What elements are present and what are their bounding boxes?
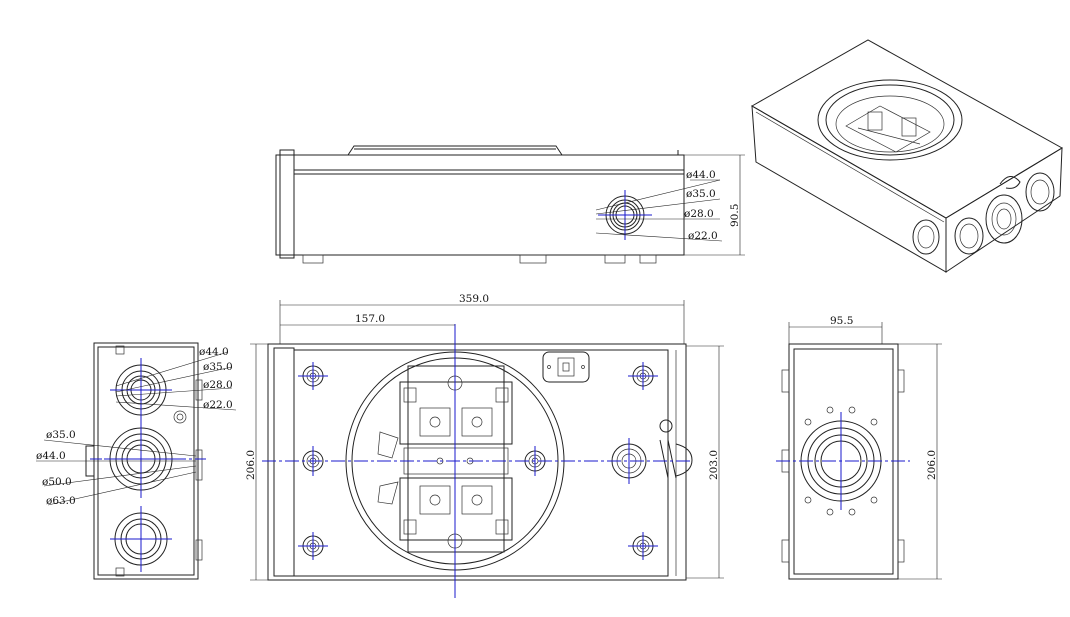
left-dim-small-d22: ø22.0: [203, 399, 233, 411]
left-side-view: ø44.0 ø35.0 ø28.0 ø22.0 ø35.0 ø44.0 ø50.…: [36, 342, 237, 580]
iso-front-face: [751, 105, 947, 273]
top-dim-d44: ø44.0: [686, 169, 716, 181]
front-meter-socket: [377, 365, 513, 553]
right-side-view: 95.5 206.0: [776, 315, 942, 580]
front-view-outline: [267, 343, 687, 581]
left-dim-large-d35: ø35.0: [46, 429, 76, 441]
iso-meter-base: [845, 105, 931, 153]
left-dim-small-d44: ø44.0: [199, 346, 229, 358]
left-knockout-top: [110, 358, 172, 422]
top-knockout: [598, 190, 652, 240]
iso-knockout-2: [954, 217, 984, 255]
top-view-body: [275, 154, 685, 256]
left-small-hole: [173, 410, 187, 424]
left-dim-small-d28: ø28.0: [203, 379, 233, 391]
front-view-left-flange: [273, 347, 295, 577]
top-dim-height: 90.5: [729, 204, 741, 227]
top-view-left-flange: [279, 149, 295, 259]
left-knockout-bottom: [110, 506, 172, 572]
top-dim-d22: ø22.0: [688, 230, 718, 242]
top-dim-d35: ø35.0: [686, 188, 716, 200]
iso-knockout-1: [912, 219, 940, 255]
front-test-switch: [542, 351, 590, 383]
left-dim-large-d63: ø63.0: [46, 495, 76, 507]
front-latch: [659, 419, 693, 479]
iso-side-face: [945, 147, 1063, 273]
iso-knockout-4: [1025, 172, 1055, 212]
top-view: ø44.0 ø35.0 ø28.0 ø22.0 90.5: [275, 145, 745, 264]
front-dim-right-height: 203.0: [708, 450, 720, 480]
iso-top-face: [750, 39, 1063, 219]
iso-meter-ring: [817, 79, 963, 161]
top-view-meter-ring: [347, 145, 563, 156]
iso-latch: [999, 176, 1021, 189]
front-dim-overall-width: 359.0: [459, 293, 489, 305]
left-dim-small-d35: ø35.0: [203, 361, 233, 373]
top-dim-d28: ø28.0: [684, 208, 714, 220]
front-dim-left-height: 206.0: [245, 450, 257, 480]
left-dim-large-d44: ø44.0: [36, 450, 66, 462]
front-view: 359.0 157.0 206.0 203.0: [245, 293, 724, 598]
front-dim-center-offset: 157.0: [355, 313, 385, 325]
right-dim-width: 95.5: [830, 315, 853, 327]
right-dim-height: 206.0: [926, 450, 938, 480]
left-dim-large-d50: ø50.0: [42, 476, 72, 488]
iso-knockout-3: [985, 194, 1023, 244]
isometric-view: [750, 39, 1063, 273]
